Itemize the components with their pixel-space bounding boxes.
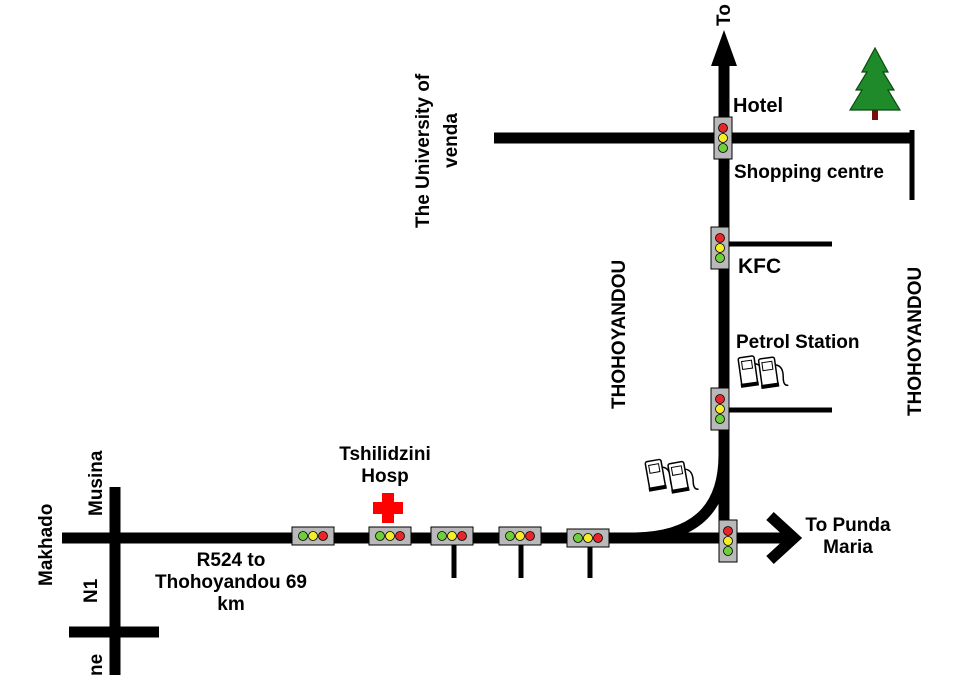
r524-line3: km xyxy=(217,593,245,615)
fuel-pump-icon xyxy=(736,353,790,390)
traffic-light-icon xyxy=(368,526,412,546)
n1-label: N1 xyxy=(81,578,102,603)
traffic-light-icon xyxy=(710,226,730,270)
university-label-line2: venda xyxy=(441,113,462,168)
arrow-east xyxy=(766,511,803,565)
hospital-label: Tshilidzini Hosp xyxy=(326,444,444,488)
to-punda-maria-label: To Punda Maria xyxy=(799,515,897,559)
to-punda-line2: Maria xyxy=(823,536,873,558)
kfc-label: KFC xyxy=(738,255,782,278)
to-north-label: To xyxy=(714,4,735,26)
university-label-line1: The University of xyxy=(413,73,434,228)
hospital-label-line1: Tshilidzini xyxy=(339,444,431,465)
traffic-light-icon xyxy=(713,116,733,160)
to-punda-line1: To Punda xyxy=(805,515,891,536)
thohoyandou-right-label: THOHOYANDOU xyxy=(905,266,926,416)
traffic-light-icon xyxy=(718,519,738,563)
thohoyandou-left-label: THOHOYANDOU xyxy=(609,259,630,409)
petrol-station-label: Petrol Station xyxy=(736,332,860,353)
traffic-light-icon xyxy=(566,528,610,548)
pine-tree-icon xyxy=(848,46,902,120)
fuel-pump-icon xyxy=(643,456,700,495)
r524-line1: R524 to xyxy=(196,550,266,571)
r524-label: R524 to Thohoyandou 69 km xyxy=(131,550,331,616)
makhado-label: Makhado xyxy=(36,503,57,586)
musina-label: Musina xyxy=(86,450,107,516)
traffic-light-icon xyxy=(498,526,542,546)
red-cross-icon xyxy=(373,493,403,523)
hospital-label-line2: Hosp xyxy=(361,465,409,487)
traffic-light-icon xyxy=(291,526,335,546)
bottom-partial-label: ne xyxy=(86,653,107,676)
arrow-north xyxy=(711,30,737,66)
hotel-label: Hotel xyxy=(733,95,783,117)
r524-line2: Thohoyandou 69 xyxy=(155,571,307,593)
traffic-light-icon xyxy=(710,387,730,431)
shopping-centre-label: Shopping centre xyxy=(734,162,884,183)
traffic-light-icon xyxy=(430,526,474,546)
